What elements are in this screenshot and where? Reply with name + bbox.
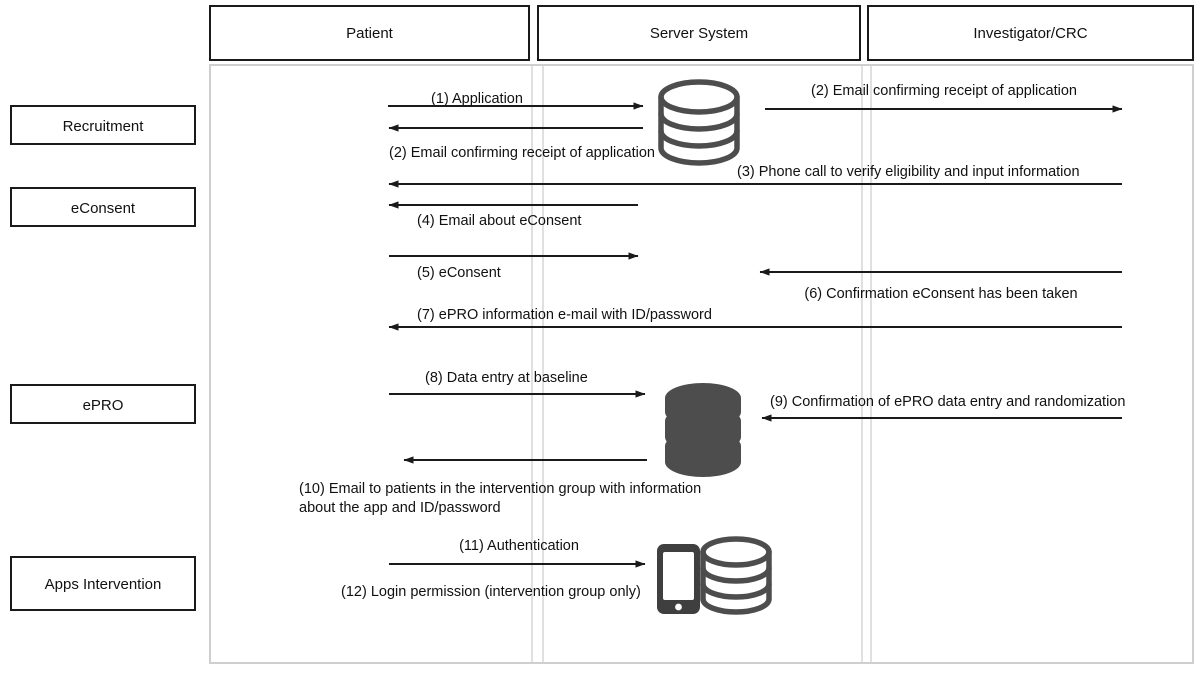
message-2a-label: (2) Email confirming receipt of applicat… (389, 145, 655, 161)
actor-header-server[interactable]: Server System (537, 5, 861, 61)
phase-label-epro: ePRO (83, 397, 124, 414)
message-2b-label: (2) Email confirming receipt of applicat… (811, 83, 1077, 99)
message-2a-email-confirming-receipt[interactable]: (2) Email confirming receipt of applicat… (388, 124, 655, 161)
message-6-label: (6) Confirmation eConsent has been taken (804, 286, 1077, 302)
message-5-label: (5) eConsent (417, 265, 501, 281)
phase-box-apps[interactable]: Apps Intervention (10, 556, 196, 611)
message-7-epro-information-email[interactable]: (7) ePRO information e-mail with ID/pass… (388, 307, 1122, 331)
phase-label-econsent: eConsent (71, 200, 136, 217)
diagram-frame (209, 64, 1194, 664)
message-8-data-entry-baseline[interactable]: (8) Data entry at baseline (389, 370, 646, 398)
phase-box-recruitment[interactable]: Recruitment (10, 105, 196, 145)
phase-box-epro[interactable]: ePRO (10, 384, 196, 424)
message-3-label: (3) Phone call to verify eligibility and… (737, 164, 1080, 180)
phase-label-recruitment: Recruitment (63, 118, 145, 135)
message-12-label: (12) Login permission (intervention grou… (341, 584, 641, 600)
message-11-authentication[interactable]: (11) Authentication (389, 538, 646, 568)
message-7-label: (7) ePRO information e-mail with ID/pass… (417, 307, 712, 323)
message-3-phone-call[interactable]: (3) Phone call to verify eligibility and… (388, 164, 1122, 188)
message-5-econsent[interactable]: (5) eConsent (389, 252, 639, 281)
actor-label-patient: Patient (346, 25, 394, 42)
database-icon (665, 383, 741, 477)
message-9-label: (9) Confirmation of ePRO data entry and … (770, 394, 1125, 410)
actor-label-server: Server System (650, 25, 748, 42)
message-10-label-line2: about the app and ID/password (299, 500, 501, 516)
actor-label-investigator: Investigator/CRC (973, 25, 1087, 42)
mobile-phone-icon (657, 544, 700, 614)
message-6-confirmation-econsent[interactable]: (6) Confirmation eConsent has been taken (759, 268, 1122, 302)
message-1-label: (1) Application (431, 91, 523, 107)
phase-rect-recruitment (10, 105, 196, 145)
actor-box-server (537, 5, 861, 61)
phase-rect-econsent (10, 187, 196, 227)
message-4-email-about-econsent[interactable]: (4) Email about eConsent (388, 201, 638, 229)
phase-label-apps: Apps Intervention (45, 576, 162, 593)
message-2b-email-confirming-receipt[interactable]: (2) Email confirming receipt of applicat… (765, 83, 1123, 113)
message-1-application[interactable]: (1) Application (388, 91, 644, 110)
message-12-login-permission[interactable]: (12) Login permission (intervention grou… (341, 584, 641, 600)
actor-header-investigator[interactable]: Investigator/CRC (867, 5, 1194, 61)
message-4-label: (4) Email about eConsent (417, 213, 581, 229)
actor-box-patient (209, 5, 530, 61)
database-icon (658, 79, 740, 166)
message-8-label: (8) Data entry at baseline (425, 370, 588, 386)
message-10-email-intervention-group[interactable]: (10) Email to patients in the interventi… (299, 456, 701, 516)
actor-header-patient[interactable]: Patient (209, 5, 530, 61)
message-11-label: (11) Authentication (459, 538, 579, 554)
database-icon (700, 536, 772, 615)
actor-box-investigator (867, 5, 1194, 61)
phase-rect-epro (10, 384, 196, 424)
message-9-confirmation-epro-data-entry[interactable]: (9) Confirmation of ePRO data entry and … (761, 394, 1125, 422)
message-10-label-line1: (10) Email to patients in the interventi… (299, 481, 701, 497)
phase-box-econsent[interactable]: eConsent (10, 187, 196, 227)
phase-rect-apps (10, 556, 196, 611)
